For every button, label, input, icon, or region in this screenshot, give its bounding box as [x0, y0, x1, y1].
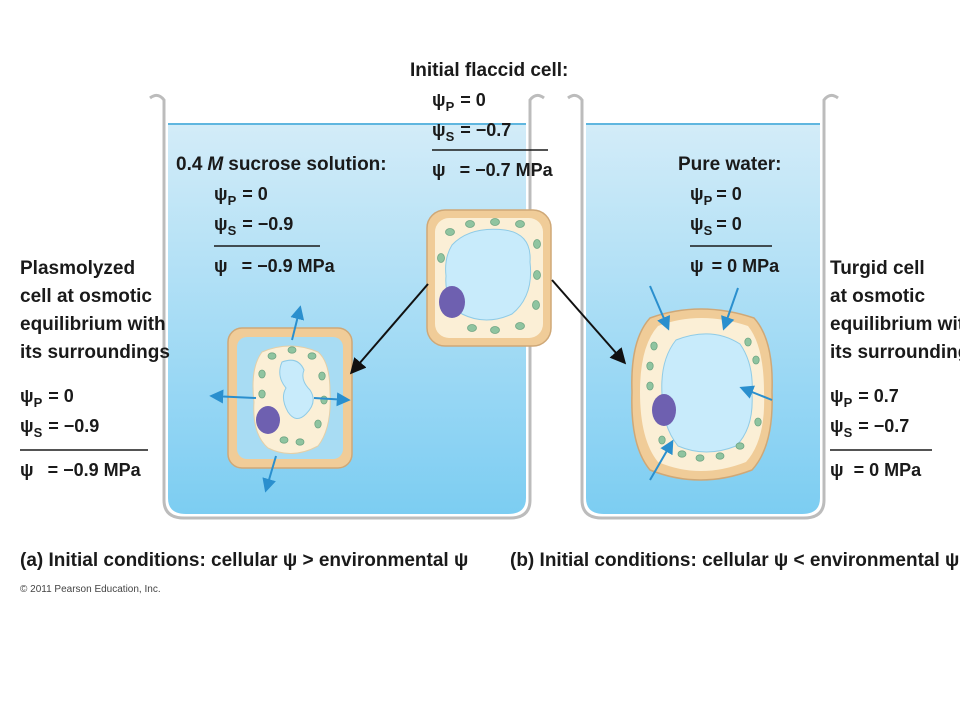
- arrow-to-plasmolyzed: [349, 283, 429, 375]
- left-beaker-psi-p: ψP= 0: [214, 184, 268, 208]
- plasmolyzed-cell: [209, 305, 353, 493]
- left-beaker-glass: [149, 93, 545, 520]
- plasmolyzed-psi-p: ψP= 0: [20, 386, 74, 410]
- plasmolyzed-label-line-4: its surroundings: [20, 342, 170, 363]
- right-beaker-glass: [567, 93, 839, 520]
- turgid-label: Turgid cell at osmotic equilibrium with …: [830, 258, 960, 480]
- plasmolyzed-cell-chloroplasts: [258, 346, 328, 446]
- right-beaker-psi-p: ψP= 0: [690, 184, 742, 208]
- center-label: Initial flaccid cell: ψP= 0 ψS= −0.7 ψ= …: [410, 60, 568, 180]
- left-beaker-psi: ψ= −0.9 MPa: [214, 256, 336, 276]
- plasmolyzed-psi-s: ψS= −0.9: [20, 416, 99, 440]
- plasmolyzed-label-line-3: equilibrium with: [20, 314, 166, 335]
- plasmolyzed-label-line-1: Plasmolyzed: [20, 258, 135, 279]
- right-beaker-psi-s: ψS= 0: [690, 214, 742, 238]
- center-psi-p: ψP= 0: [432, 90, 486, 114]
- right-solution-name: Pure water:: [678, 154, 781, 175]
- flaccid-cell-vacuole: [445, 228, 532, 321]
- turgid-label-line-2: at osmotic: [830, 286, 925, 307]
- flaccid-cell-nucleus: [439, 286, 465, 318]
- turgid-label-line-4: its surroundings: [830, 342, 960, 363]
- caption-a: (a) Initial conditions: cellular ψ > env…: [20, 550, 468, 571]
- right-beaker-label: Pure water: ψP= 0 ψS= 0 ψ= 0 MPa: [678, 154, 781, 276]
- caption-b: (b) Initial conditions: cellular ψ < env…: [510, 550, 959, 571]
- center-title: Initial flaccid cell:: [410, 60, 568, 81]
- turgid-psi-p: ψP= 0.7: [830, 386, 899, 410]
- plasmolyzed-water-out-arrows: [209, 305, 351, 493]
- plasmolyzed-label: Plasmolyzed cell at osmotic equilibrium …: [20, 258, 170, 480]
- copyright-notice: © 2011 Pearson Education, Inc.: [20, 584, 161, 595]
- plasmolyzed-psi: ψ= −0.9 MPa: [20, 460, 142, 480]
- turgid-label-line-3: equilibrium with: [830, 314, 960, 335]
- right-beaker-psi: ψ= 0 MPa: [690, 256, 780, 276]
- plasmolyzed-label-line-2: cell at osmotic: [20, 286, 152, 307]
- center-psi: ψ= −0.7 MPa: [432, 160, 554, 180]
- plasmolyzed-cell-vacuole: [279, 359, 314, 419]
- turgid-psi-s: ψS= −0.7: [830, 416, 909, 440]
- turgid-psi: ψ= 0 MPa: [830, 460, 922, 480]
- left-beaker-psi-s: ψS= −0.9: [214, 214, 293, 238]
- flaccid-cell-chloroplasts: [437, 218, 541, 334]
- turgid-cell: [631, 285, 773, 481]
- turgid-water-in-arrows: [649, 285, 773, 481]
- plasmolyzed-cell-nucleus: [256, 406, 280, 434]
- turgid-cell-nucleus: [652, 394, 676, 426]
- turgid-label-line-1: Turgid cell: [830, 258, 925, 279]
- arrow-to-turgid: [551, 279, 627, 365]
- turgid-cell-vacuole: [661, 333, 753, 453]
- center-psi-s: ψS= −0.7: [432, 120, 511, 144]
- flaccid-cell: [426, 209, 552, 347]
